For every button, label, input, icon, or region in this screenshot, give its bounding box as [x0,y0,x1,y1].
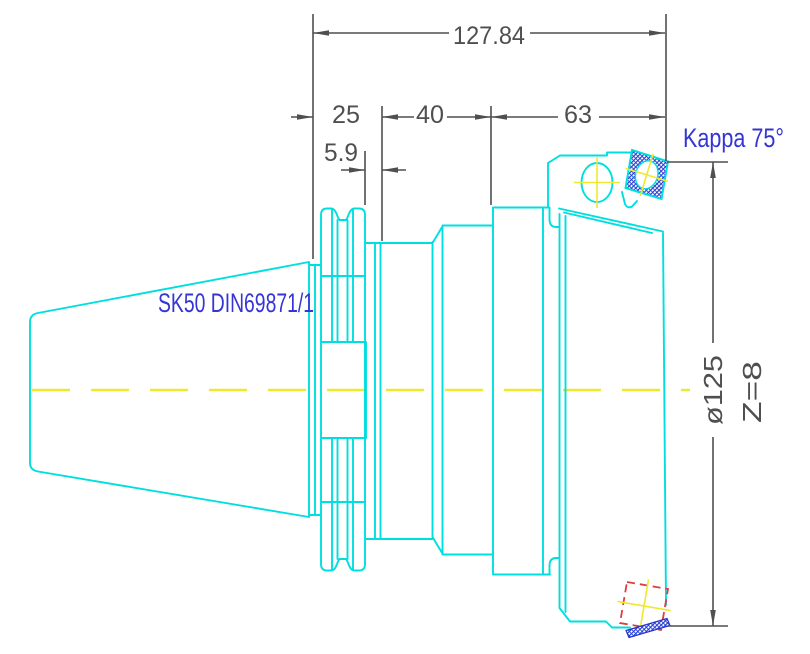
taper-shank [29,261,322,518]
insert-crosshair-v [639,153,654,197]
v-flange-grooves [320,208,366,571]
drive-keyway [320,341,367,439]
screw-hole-crosshair [574,157,620,208]
bottom-insert-edge [625,617,671,639]
top-insert [624,148,670,201]
dim-head-section: 63 [564,101,592,129]
label-kappa-angle: Kappa 75° [683,123,784,153]
dimension-arrows [297,30,716,626]
insert-seat-boss [547,151,638,209]
spacer-discs [364,206,561,576]
hidden-insert-crosshair-v [638,579,650,633]
v-flange-outline [320,207,366,572]
hidden-insert [617,579,671,639]
dim-mid-section: 40 [416,101,444,129]
extension-lines [312,14,728,627]
dim-cutting-diameter: ø125 [698,355,728,425]
dim-flange-section: 25 [332,101,360,129]
label-taper-spec: SK50 DIN69871/1 [158,288,314,318]
dim-overall-length: 127.84 [453,22,525,50]
cutter-body [558,207,667,629]
dim-gauge-land: 5.9 [324,139,358,167]
dim-teeth-count: Z=8 [737,361,767,423]
